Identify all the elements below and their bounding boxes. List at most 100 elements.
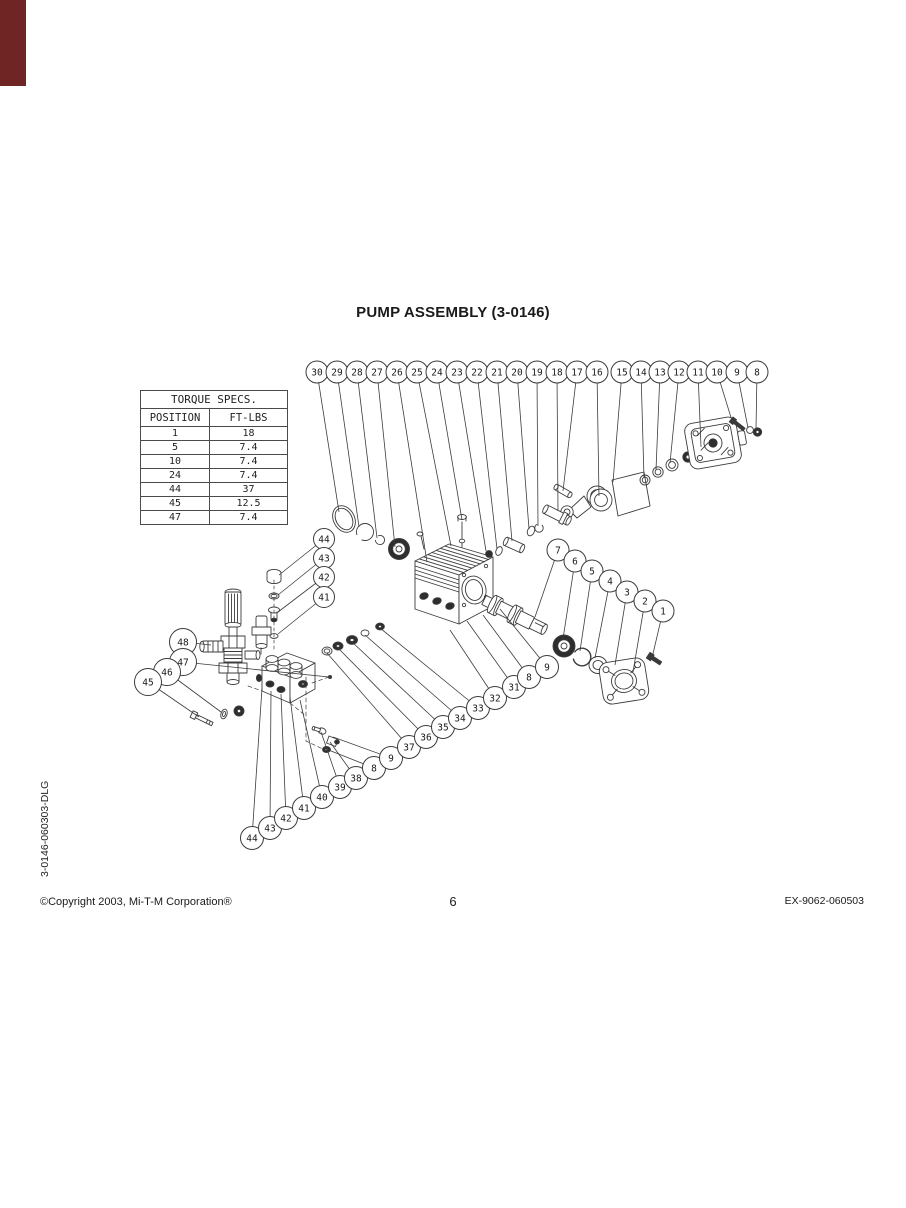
balloon-1: 1 [651,599,675,623]
svg-text:46: 46 [161,667,173,678]
svg-text:3: 3 [624,587,630,598]
balloon-2: 2 [633,589,657,613]
balloon-leader-18 [556,371,559,512]
svg-text:45: 45 [142,677,153,688]
unloader-valve-part [199,588,261,685]
bearing-cover-part [684,416,747,470]
balloon-leader-41 [289,696,305,809]
manifold-part [255,652,316,704]
connecting-rod-part [560,488,613,519]
svg-text:42: 42 [318,572,329,583]
balloon-9: 9 [725,360,749,384]
cover-bolt-part [728,416,746,432]
svg-text:8: 8 [754,367,760,378]
torque-position-value: 47 [140,510,210,525]
svg-text:12: 12 [673,367,684,378]
balloon-24: 24 [425,360,449,384]
balloon-leader-26 [396,371,428,563]
balloon-leader-44 [251,687,263,839]
svg-text:2: 2 [642,596,648,607]
balloon-leader-12 [669,371,680,464]
balloon-41: 41 [292,796,316,820]
cover-nut-part [752,427,763,437]
svg-text:5: 5 [589,566,595,577]
svg-text:21: 21 [491,367,503,378]
svg-text:44: 44 [318,534,330,545]
oring-large-part [332,505,356,533]
torque-ftlbs-value: 7.4 [209,510,288,525]
svg-text:9: 9 [734,367,740,378]
balloon-leader-16 [596,371,600,497]
mount-washer-part [220,708,228,720]
balloon-leader-27 [376,371,396,548]
svg-text:20: 20 [511,367,523,378]
balloon-9: 9 [379,746,403,770]
svg-text:23: 23 [451,367,462,378]
svg-text:28: 28 [351,367,363,378]
svg-text:1: 1 [660,606,666,617]
svg-text:22: 22 [471,367,482,378]
balloon-4: 4 [598,569,622,593]
svg-text:44: 44 [246,833,258,844]
page-number: 6 [449,894,457,909]
crankcase-gasket-part [611,471,651,517]
balloon-leader-23 [456,371,487,552]
packing-part [375,622,385,631]
elbow-fitting-part [326,735,340,747]
svg-text:42: 42 [280,813,291,824]
packing-part [360,629,370,637]
svg-text:48: 48 [177,637,189,648]
balloon-leader-4 [594,580,611,659]
svg-text:11: 11 [692,367,704,378]
balloon-28: 28 [345,360,369,384]
balloon-leader-40 [299,699,323,798]
balloon-19: 19 [525,360,549,384]
balloon-17: 17 [565,360,589,384]
balloon-leader-35 [351,641,444,728]
svg-text:13: 13 [654,367,665,378]
flange-bolt-part [645,651,663,666]
balloon-leader-29 [336,371,360,528]
balloon-42: 42 [274,806,298,830]
balloon-29: 29 [325,360,349,384]
balloon-leader-32 [449,629,496,699]
backup-ring-part [495,546,503,556]
svg-text:16: 16 [591,367,603,378]
svg-text:47: 47 [177,657,188,668]
balloon-leader-24 [436,371,463,521]
balloon-22: 22 [465,360,489,384]
balloon-21: 21 [485,360,509,384]
balloon-leader-47 [182,661,330,678]
mount-bolt-part [189,710,214,727]
hose-barb-part [311,726,327,735]
balloon-43: 43 [313,547,335,569]
balloon-8: 8 [745,360,769,384]
svg-text:18: 18 [551,367,563,378]
svg-text:9: 9 [544,662,550,673]
balloon-16: 16 [585,360,609,384]
svg-text:31: 31 [508,682,520,693]
svg-text:40: 40 [316,792,328,803]
copyright-text: ©Copyright 2003, Mi-T-M Corporation® [40,896,232,908]
corner-bookmark [0,0,26,86]
balloon-32: 32 [483,686,507,710]
balloon-leader-13 [655,371,661,471]
balloon-leader-7 [534,549,559,618]
svg-text:30: 30 [311,367,323,378]
roller-bearing-part [388,538,410,560]
balloon-leader-6 [562,560,576,640]
balloon-10: 10 [705,360,729,384]
svg-text:4: 4 [607,576,613,587]
balloon-leader-17 [562,371,578,492]
balloon-leader-20 [516,371,530,530]
small-oring-part [269,633,279,639]
balloon-8: 8 [517,665,541,689]
balloon-42: 42 [313,566,335,588]
balloon-leader-2 [632,600,646,673]
svg-text:24: 24 [431,367,443,378]
balloon-26: 26 [385,360,409,384]
mount-nut-part [233,705,245,717]
svg-text:38: 38 [350,773,362,784]
